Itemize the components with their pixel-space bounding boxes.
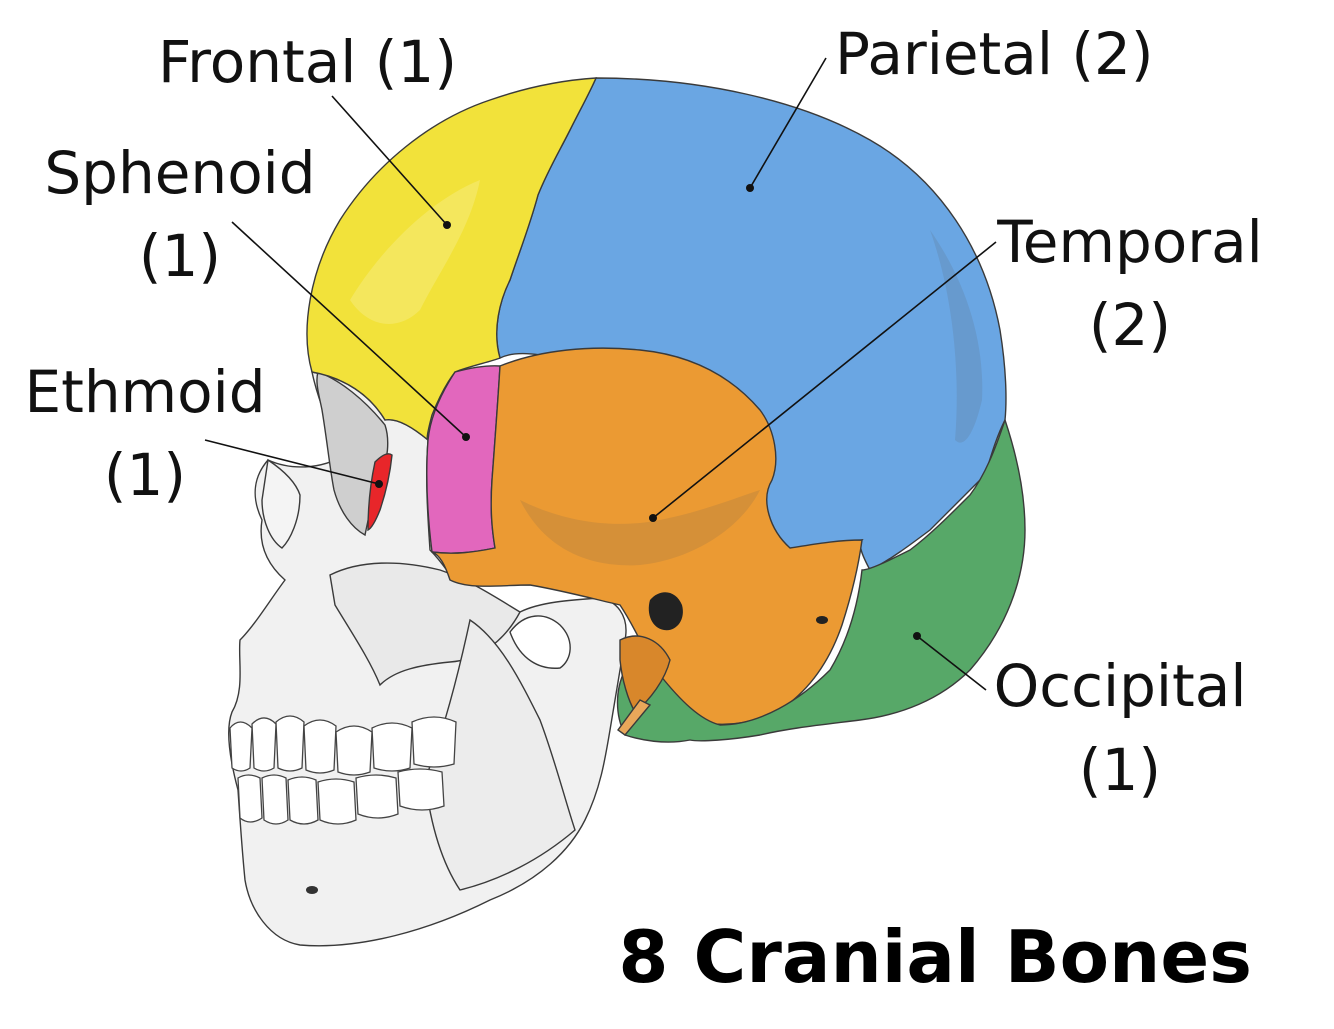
frontal-dot (443, 221, 451, 229)
parietal-leader (749, 57, 827, 189)
mandible-notch (509, 615, 571, 669)
tooth (317, 778, 357, 825)
sphenoid-label: Sphenoid (44, 139, 315, 207)
styloid-process (617, 699, 652, 736)
cranial-bones (306, 77, 1026, 743)
tooth (355, 774, 399, 819)
frontal-bone (306, 77, 598, 441)
tooth (229, 721, 253, 772)
parietal-shading (930, 230, 983, 443)
temporal-count: (2) (1089, 291, 1171, 359)
occipital-bone (616, 417, 1026, 743)
nasal-bone (261, 458, 301, 549)
occipital-label: Occipital (994, 652, 1247, 720)
parietal-dot (746, 184, 754, 192)
tooth (371, 722, 413, 772)
parietal-label: Parietal (2) (835, 20, 1154, 88)
frontal-leader (331, 95, 448, 226)
sphenoid-dot (462, 433, 470, 441)
temporal-dot (649, 514, 657, 522)
occipital-leader (916, 635, 987, 691)
diagram-title: 8 Cranial Bones (618, 915, 1252, 999)
tooth (303, 719, 337, 774)
tooth (335, 725, 373, 776)
labels: Frontal (1) Parietal (2) Sphenoid (1) Te… (24, 20, 1262, 999)
mastoid-foramen (816, 616, 828, 624)
ethmoid-label: Ethmoid (24, 358, 265, 426)
occipital-count: (1) (1079, 736, 1161, 804)
mastoid-process (619, 635, 671, 714)
temporal-shading (520, 490, 760, 566)
tooth (261, 774, 289, 825)
mental-foramen (306, 886, 318, 894)
ethmoid-leader (204, 439, 380, 485)
tooth (275, 715, 305, 772)
tooth (287, 776, 319, 825)
tooth (411, 716, 457, 768)
temporal-leader (652, 241, 997, 519)
frontal-label: Frontal (1) (158, 28, 457, 96)
sphenoid-leader (231, 221, 467, 438)
auditory-meatus (648, 592, 683, 631)
ethmoid-count: (1) (104, 441, 186, 509)
leader-lines (204, 57, 997, 691)
ethmoid-bone (367, 453, 393, 532)
teeth (229, 715, 457, 825)
ethmoid-dot (375, 480, 383, 488)
sphenoid-count: (1) (139, 222, 221, 290)
tooth (251, 717, 277, 772)
facial-skeleton (227, 371, 627, 947)
temporal-label: Temporal (996, 208, 1263, 276)
tooth (237, 774, 263, 823)
tooth (397, 768, 445, 811)
frontal-shading (350, 180, 480, 324)
occipital-dot (913, 632, 921, 640)
